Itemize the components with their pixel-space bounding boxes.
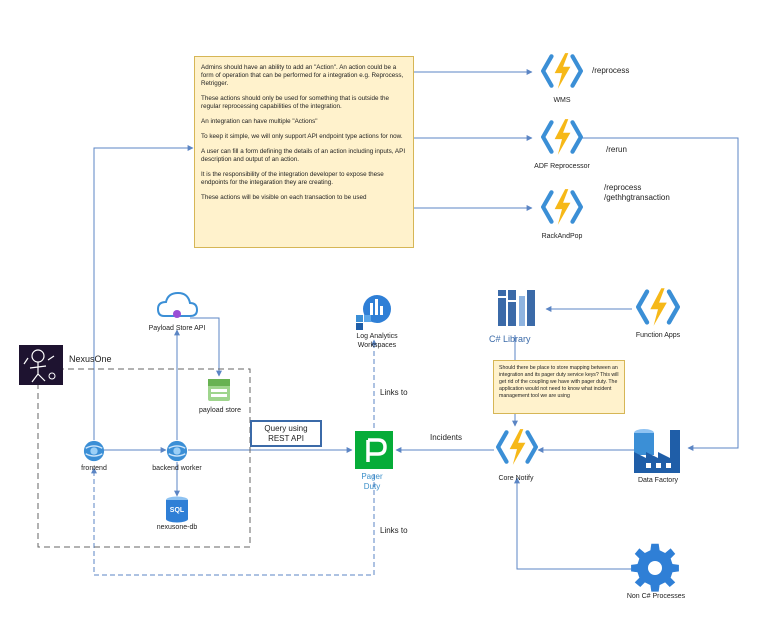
- function-app-icon: [498, 429, 536, 465]
- storage-icon: [208, 379, 230, 401]
- data-factory-label: Data Factory: [637, 477, 679, 484]
- nexusone-label: NexusOne: [69, 354, 112, 364]
- payload-store-label: payload store: [198, 407, 242, 414]
- note-paragraph: A user can fill a form defining the deta…: [201, 148, 406, 163]
- core-notify-label: Core Notify: [498, 475, 534, 482]
- sql-icon-text: SQL: [169, 507, 185, 514]
- csharp-library-label: C# Library: [489, 334, 531, 344]
- note-paragraph: An integration can have multiple "Action…: [201, 118, 318, 125]
- gear-icon: [631, 543, 679, 592]
- app-service-icon: [83, 440, 105, 462]
- non-csharp-processes-label: Non C# Processes: [626, 593, 686, 600]
- data-factory-icon: [634, 429, 680, 473]
- note-paragraph: To keep it simple, we will only support …: [201, 133, 403, 140]
- payload-store-api-label: Payload Store API: [148, 325, 206, 332]
- edge-label-links-to-bottom: Links to: [380, 526, 408, 535]
- app-service-icon: [166, 440, 188, 462]
- rackandpop-label: RackAndPop: [541, 233, 583, 240]
- edge-payloadapi-store: [190, 317, 222, 377]
- frontend-label: frontend: [81, 465, 107, 472]
- edge-adf-datafactory: [580, 137, 739, 451]
- function-app-icon: [543, 119, 581, 155]
- pagerduty-icon: [355, 431, 393, 469]
- adf-reprocessor-label: ADF Reprocessor: [534, 163, 590, 170]
- cloud-api-icon: [156, 291, 199, 318]
- pager-duty-label: Pager Duty: [361, 472, 383, 491]
- connectors: [91, 69, 739, 576]
- edge-nonc-corenotify: [514, 477, 633, 570]
- nexusone-logo-icon: [19, 345, 63, 385]
- function-app-icon: [638, 288, 678, 325]
- mapping-note: Should there be place to store mapping b…: [493, 360, 625, 414]
- note-paragraph: Admins should have an ability to add an …: [201, 64, 404, 87]
- edge-label-reprocess-gethhg: /reprocess /gethhgtransaction: [604, 183, 670, 202]
- note-paragraph: It is the responsibility of the integrat…: [201, 171, 384, 186]
- actions-note: Admins should have an ability to add an …: [194, 56, 414, 248]
- query-rest-api-box: Query using REST API: [250, 420, 322, 447]
- note-paragraph: These actions should only be used for so…: [201, 95, 389, 110]
- function-app-icon: [543, 189, 581, 225]
- function-app-icon: [543, 53, 581, 89]
- edge-label-links-to-top: Links to: [380, 388, 408, 397]
- nexusone-boundary: [37, 368, 251, 548]
- edge-label-rerun: /rerun: [606, 145, 627, 154]
- library-icon: [498, 290, 535, 326]
- backend-worker-label: backend worker: [152, 465, 202, 472]
- log-analytics-icon: [356, 295, 391, 330]
- note-paragraph: These actions will be visible on each tr…: [201, 194, 367, 201]
- function-apps-label: Function Apps: [635, 332, 681, 339]
- edge-label-incidents: Incidents: [430, 433, 463, 442]
- edge-label-reprocess: /reprocess: [592, 66, 630, 75]
- edge-frontend-note: [93, 145, 194, 440]
- sql-database-icon: [166, 496, 188, 523]
- wms-label: WMS: [553, 97, 571, 104]
- edge-pager-frontend: [91, 467, 375, 576]
- log-analytics-label: Log Analytics Workspaces: [356, 333, 398, 349]
- nexusone-db-label: nexusone-db: [156, 524, 198, 531]
